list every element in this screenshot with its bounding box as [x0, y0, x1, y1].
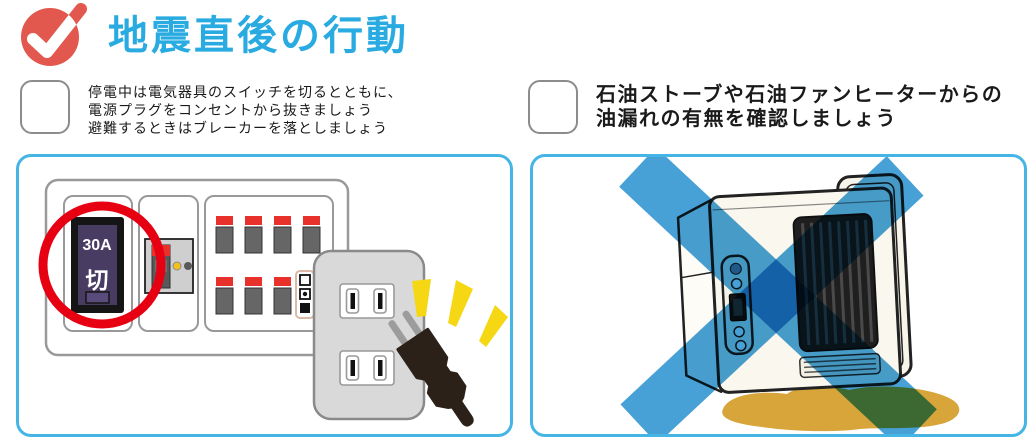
oil-heater-illustration [619, 157, 960, 434]
spark-marks-icon [412, 279, 508, 347]
breaker-illustration-panel: 30A 切 [16, 154, 513, 437]
checklist-text-power: 停電中は電気器具のスイッチを切るとともに、 電源プラグをコンセントから抜きましょ… [88, 80, 403, 137]
text-line: 油漏れの有無を確認しましょう [596, 108, 897, 130]
breaker-illustration: 30A 切 [38, 178, 508, 427]
checklist-item-oil-heater: 石油ストーブや石油ファンヒーターからの 油漏れの有無を確認しましょう [528, 80, 1003, 134]
page-title: 地震直後の行動 [108, 14, 409, 58]
prohibition-x-icon [619, 157, 937, 434]
sub-breaker-unit [144, 238, 194, 294]
checkbox-power[interactable] [20, 80, 70, 134]
checklist-item-power: 停電中は電気器具のスイッチを切るとともに、 電源プラグをコンセントから抜きましょ… [20, 80, 403, 137]
text-line: 電源プラグをコンセントから抜きましょう [88, 102, 373, 118]
header: 地震直後の行動 [14, 1, 409, 71]
main-breaker: 30A 切 [71, 217, 124, 313]
main-breaker-off-label: 切 [86, 267, 109, 293]
text-line: 停電中は電気器具のスイッチを切るとともに、 [88, 84, 403, 100]
breaker-box: 30A 切 [38, 178, 350, 357]
indicator-strip [295, 270, 315, 319]
highlight-circle [38, 201, 166, 329]
checkbox-oil-heater[interactable] [528, 80, 578, 134]
branch-breakers [215, 216, 321, 319]
check-circle-icon [21, 3, 87, 66]
oil-heater-illustration-panel [530, 154, 1027, 437]
text-line: 石油ストーブや石油ファンヒーターからの [596, 84, 1004, 106]
wall-outlet [312, 249, 426, 421]
main-breaker-amp-label: 30A [82, 237, 112, 254]
power-plug [388, 310, 474, 427]
checklist-text-oil-heater: 石油ストーブや石油ファンヒーターからの 油漏れの有無を確認しましょう [596, 80, 1003, 131]
text-line: 避難するときはブレーカーを落としましょう [88, 120, 388, 136]
